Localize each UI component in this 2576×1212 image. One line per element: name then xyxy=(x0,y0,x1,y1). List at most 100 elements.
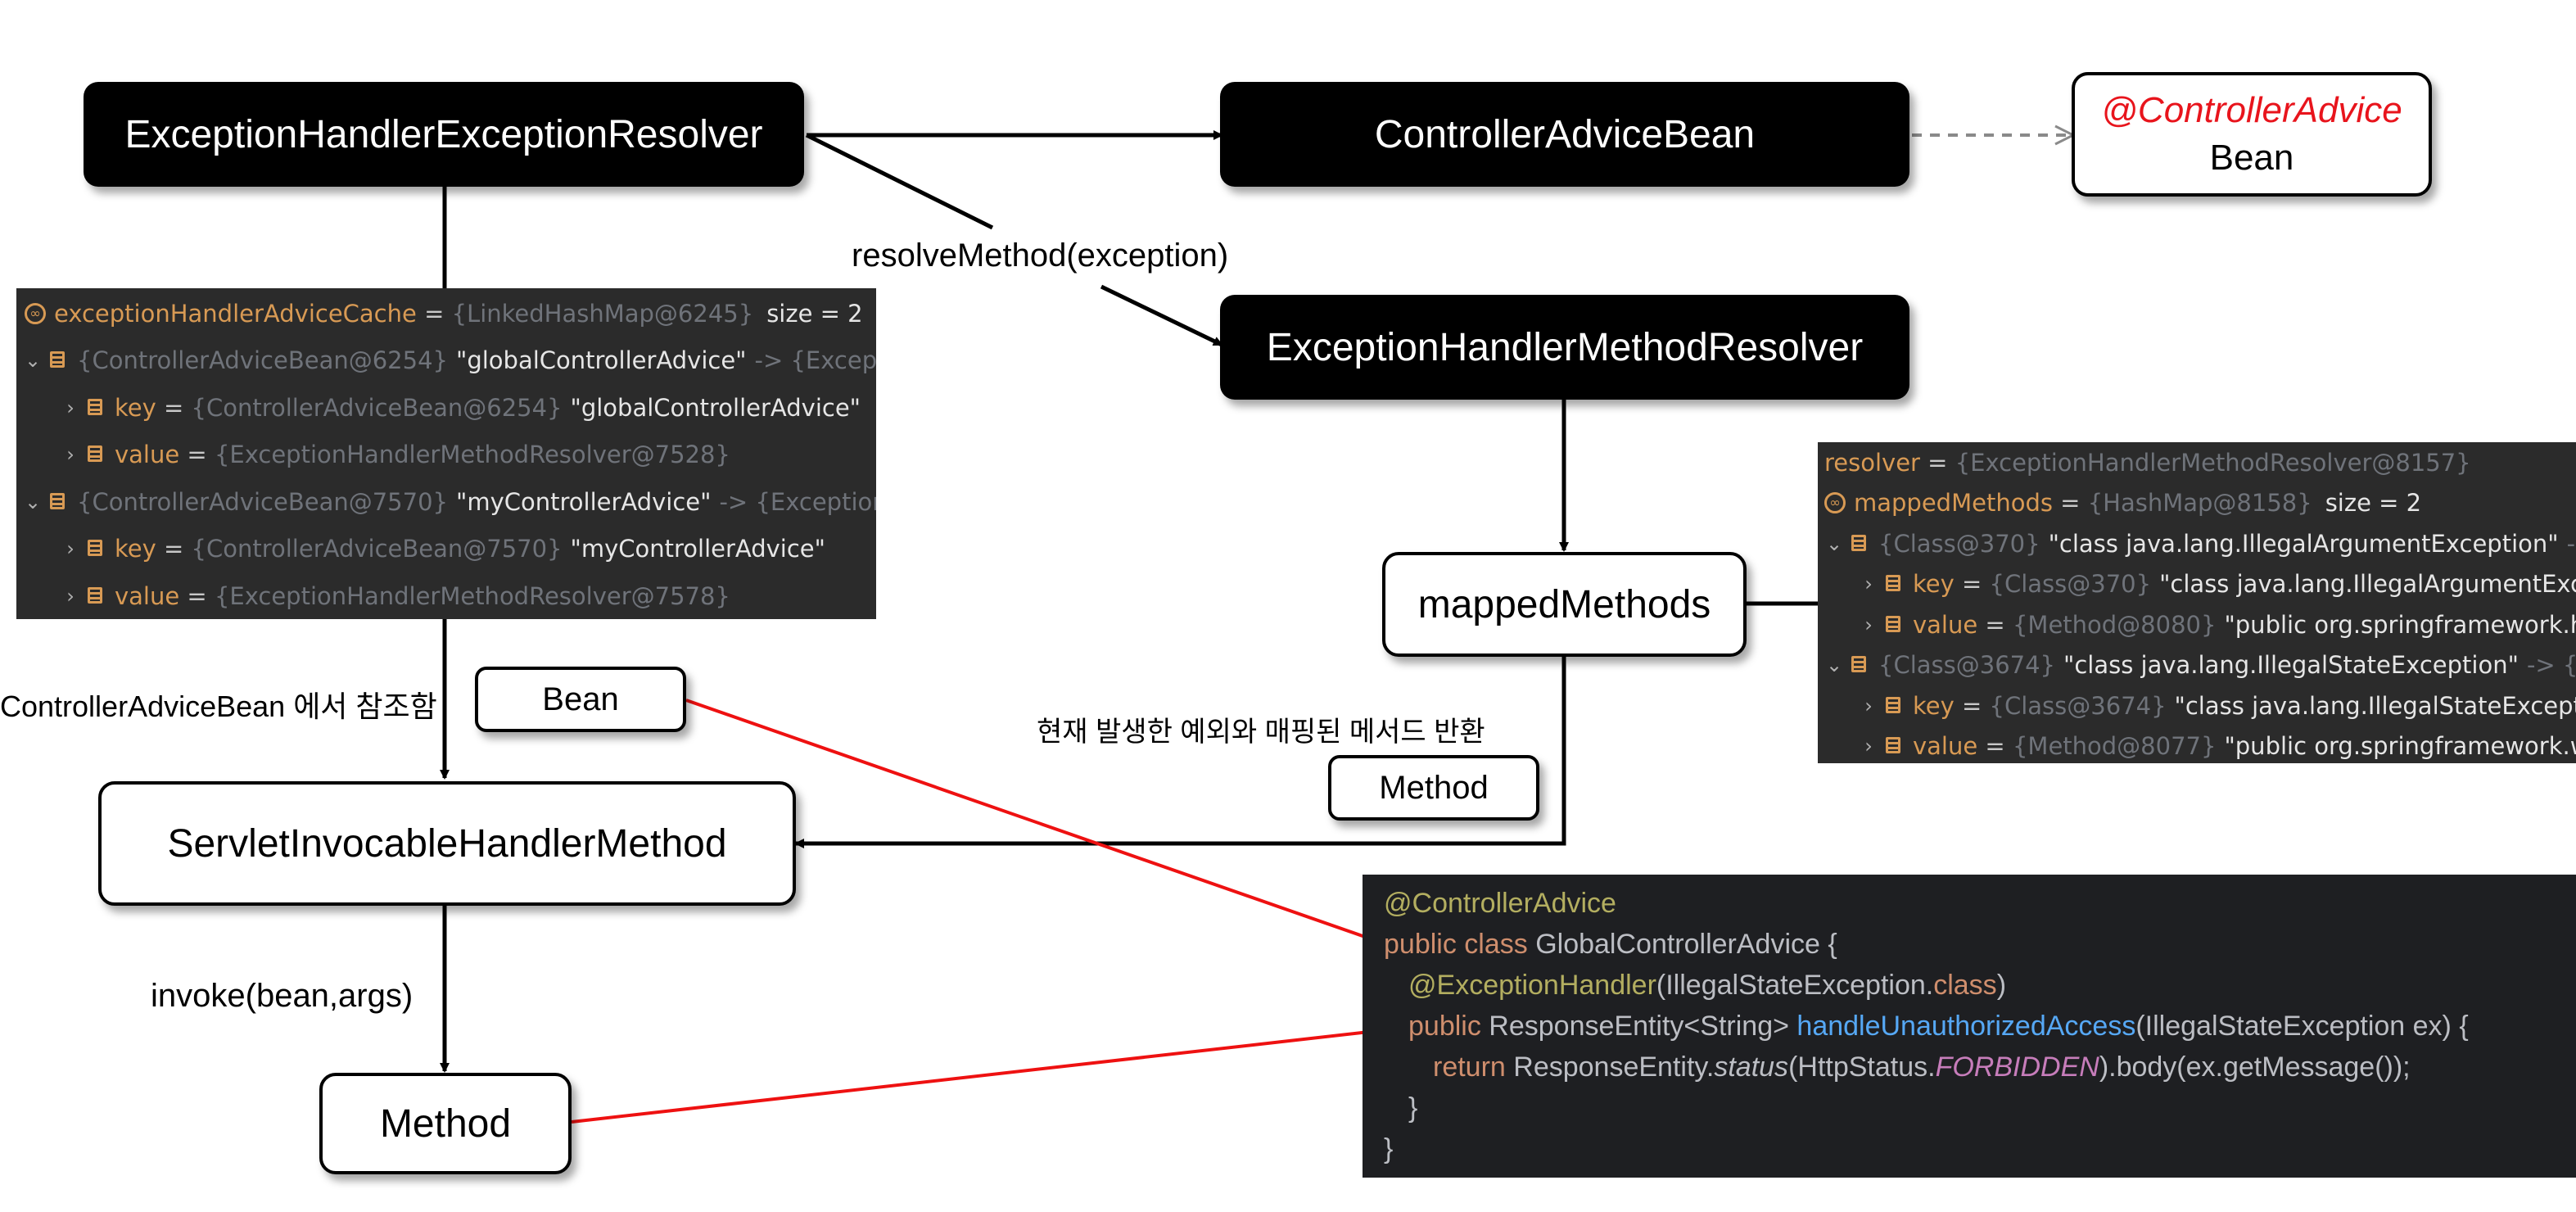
node-method: Method xyxy=(319,1073,572,1174)
code-text: ResponseEntity. xyxy=(1505,1051,1715,1083)
debugger-object-ref: {HashMap@8158} xyxy=(2087,489,2312,518)
chevron-right-icon[interactable]: › xyxy=(66,396,75,419)
debugger-row[interactable]: ∞ exceptionHandlerAdviceCache = {LinkedHa… xyxy=(16,290,863,337)
debugger-row[interactable]: ›value = {ExceptionHandlerMethodResolver… xyxy=(16,432,730,479)
red-arrow-bean-to-class xyxy=(685,699,1385,946)
debugger-row[interactable]: ›value = {ExceptionHandlerMethodResolver… xyxy=(16,572,730,619)
chevron-right-icon[interactable]: › xyxy=(1864,613,1873,636)
code-text: } xyxy=(1408,1092,1418,1124)
chevron-right-icon[interactable]: › xyxy=(66,443,75,467)
equals-sign: = xyxy=(416,299,452,328)
debugger-var-name: key xyxy=(1913,570,1955,599)
debugger-object-ref: {Class@370} xyxy=(1878,529,2040,558)
equals-sign: = xyxy=(1954,691,1990,720)
equals-sign: = xyxy=(1919,448,1955,477)
debugger-object-ref: {Class@3674} xyxy=(1878,651,2055,680)
chevron-right-icon[interactable]: › xyxy=(1864,572,1873,596)
debugger-object-ref: {ControllerAdviceBean@6254} xyxy=(77,346,448,375)
debugger-var-name: value xyxy=(1913,732,1978,761)
debugger-row[interactable]: resolver = {ExceptionHandlerMethodResolv… xyxy=(1818,442,2471,483)
field-icon xyxy=(85,586,106,607)
debugger-row[interactable]: ∞mappedMethods = {HashMap@8158}size = 2 xyxy=(1818,483,2421,524)
field-icon xyxy=(1883,695,1905,717)
chevron-right-icon[interactable]: › xyxy=(66,584,75,608)
debugger-row[interactable]: ›value = {Method@8080}"public org.spring… xyxy=(1818,604,2576,645)
node-controller-advice-annotated-bean: @ControllerAdvice Bean xyxy=(2072,72,2432,197)
code-line-1: @ControllerAdvice xyxy=(1384,888,1616,920)
debugger-row[interactable]: ›value = {Method@8077}"public org.spring… xyxy=(1818,726,2576,764)
node-exception-handler-exception-resolver: ExceptionHandlerExceptionResolver xyxy=(84,82,804,187)
debugger-row[interactable]: › key = {Class@370}"class java.lang.Illeg… xyxy=(1818,564,2576,605)
label-invoke: invoke(bean,args) xyxy=(151,978,414,1014)
code-line-2: public class GlobalControllerAdvice { xyxy=(1384,929,1837,961)
arrow-eher-to-ehmr-b xyxy=(1100,284,1223,347)
debugger-object-ref: {Class@370} xyxy=(1989,570,2152,599)
debugger-truncated-tail: -> {Metho xyxy=(2566,529,2576,558)
debugger-row[interactable]: ›key = {ControllerAdviceBean@6254}"globa… xyxy=(16,384,861,432)
code-keyword: class xyxy=(1933,970,1997,1001)
field-icon xyxy=(85,397,106,418)
debugger-row[interactable]: ⌄{ControllerAdviceBean@7570}"myControlle… xyxy=(16,478,876,526)
field-icon xyxy=(1883,735,1905,757)
field-icon xyxy=(1849,533,1870,554)
watch-icon: ∞ xyxy=(25,302,46,324)
controller-advice-bean-label: Bean xyxy=(2209,138,2294,178)
debugger-string-value: "myControllerAdvice" xyxy=(455,487,712,516)
debugger-object-ref: {ExceptionHandlerMethodResolver@7528} xyxy=(214,441,730,469)
code-line-7: } xyxy=(1384,1133,1393,1165)
code-constant: FORBIDDEN xyxy=(1935,1051,2099,1083)
debugger-string-value: "myControllerAdvice" xyxy=(570,535,825,563)
debugger-row[interactable]: ⌄{Class@370}"class java.lang.IllegalArgu… xyxy=(1818,523,2576,564)
node-mapped-methods: mappedMethods xyxy=(1382,552,1747,657)
debugger-panel-advice-cache: ∞ exceptionHandlerAdviceCache = {LinkedHa… xyxy=(16,288,876,619)
code-text: (IllegalStateException. xyxy=(1656,970,1934,1001)
arrow-eher-to-ehmr-a xyxy=(805,133,994,230)
chevron-right-icon[interactable]: › xyxy=(1864,735,1873,758)
code-method-name: handleUnauthorizedAccess xyxy=(1796,1011,2136,1042)
code-line-4: public ResponseEntity<String> handleUnau… xyxy=(1408,1011,2469,1042)
label-controller-advice-bean-ref: ControllerAdviceBean 에서 참조함 xyxy=(0,690,437,723)
code-static-call: status xyxy=(1714,1051,1789,1083)
code-annotation-exception-handler: @ExceptionHandler xyxy=(1408,970,1656,1001)
node-method-small: Method xyxy=(1328,755,1539,821)
chevron-down-icon[interactable]: ⌄ xyxy=(1825,653,1843,677)
debugger-truncated-tail: -> {Method@ xyxy=(2526,651,2576,680)
chevron-down-icon[interactable]: ⌄ xyxy=(24,349,42,373)
arrow-mapped-to-sihm xyxy=(794,655,1566,848)
debugger-string-value: "class java.lang.IllegalArgumentExceptio… xyxy=(2159,570,2576,599)
debugger-var-name: key xyxy=(115,535,156,563)
red-arrow-method-to-handler xyxy=(571,1023,1414,1124)
debugger-string-value: "public org.springframework.http.Re xyxy=(2224,610,2576,639)
debugger-var-name: value xyxy=(115,581,180,610)
debugger-row[interactable]: ⌄{ControllerAdviceBean@6254}"globalContr… xyxy=(16,337,876,385)
debugger-panel-resolver: resolver = {ExceptionHandlerMethodResolv… xyxy=(1818,442,2576,763)
chevron-right-icon[interactable]: › xyxy=(66,537,75,561)
chevron-right-icon[interactable]: › xyxy=(1864,694,1873,717)
debugger-row[interactable]: ›key = {ControllerAdviceBean@7570}"myCon… xyxy=(16,526,825,573)
debugger-object-ref: {ExceptionHandlerMethodResolver@8157} xyxy=(1955,448,2471,477)
debugger-row[interactable]: ⌄ {Class@3674} "class java.lang.IllegalSta… xyxy=(1818,645,2576,686)
debugger-var-name: value xyxy=(1913,610,1978,639)
chevron-down-icon[interactable]: ⌄ xyxy=(1825,531,1843,555)
equals-sign: = xyxy=(1954,570,1990,599)
equals-sign: = xyxy=(156,535,192,563)
debugger-object-ref: {Method@8077} xyxy=(2012,732,2217,761)
debugger-var-name: key xyxy=(115,393,156,422)
debugger-truncated-tail: -> {Excepti xyxy=(754,346,877,375)
debugger-object-ref: {LinkedHashMap@6245} xyxy=(451,299,754,328)
debugger-var-name: resolver xyxy=(1824,448,1920,477)
code-line-5: return ResponseEntity.status(HttpStatus.… xyxy=(1433,1051,2411,1083)
code-text: ) xyxy=(1996,970,2007,1001)
watch-icon: ∞ xyxy=(1824,492,1846,514)
debugger-string-value: "class java.lang.IllegalStateException" xyxy=(2063,651,2519,680)
debugger-var-name: exceptionHandlerAdviceCache xyxy=(54,299,417,328)
code-panel-global-controller-advice: @ControllerAdvice public class GlobalCon… xyxy=(1363,875,2576,1178)
debugger-truncated-tail: -> {Exception xyxy=(719,487,876,516)
field-icon xyxy=(1883,573,1905,595)
debugger-row[interactable]: ›key = {Class@3674}"class java.lang.Ille… xyxy=(1818,685,2576,726)
field-icon xyxy=(1849,654,1870,676)
code-line-3: @ExceptionHandler(IllegalStateException.… xyxy=(1408,970,2006,1002)
chevron-down-icon[interactable]: ⌄ xyxy=(24,490,42,513)
debugger-object-ref: {Method@8080} xyxy=(2012,610,2217,639)
